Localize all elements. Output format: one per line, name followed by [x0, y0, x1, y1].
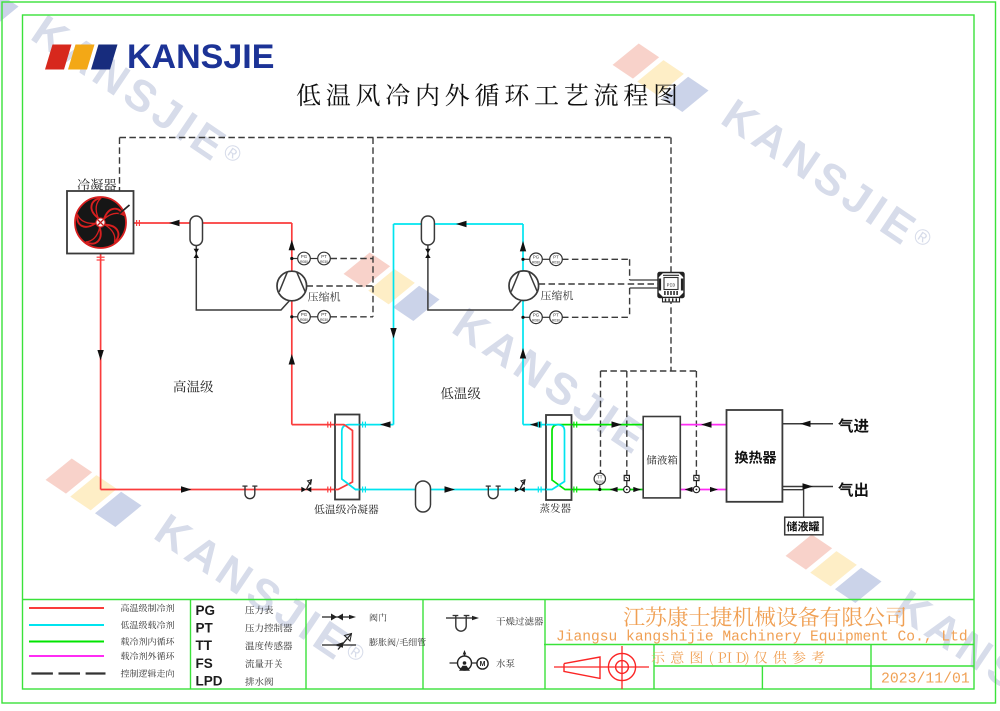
svg-text:R030: R030 — [552, 319, 560, 323]
svg-text:R030: R030 — [320, 260, 328, 264]
svg-text:PG: PG — [196, 603, 216, 618]
svg-text:R080: R080 — [532, 319, 540, 323]
svg-text:PG: PG — [533, 255, 540, 260]
svg-text:PT: PT — [321, 312, 327, 317]
svg-text:M: M — [480, 661, 486, 668]
svg-text:KANSJIE: KANSJIE — [127, 38, 274, 76]
svg-text:PT: PT — [321, 254, 327, 259]
svg-text:R090: R090 — [596, 480, 604, 484]
svg-text:R080: R080 — [532, 261, 540, 265]
svg-text:TT: TT — [597, 474, 603, 479]
svg-text:PT: PT — [553, 313, 559, 318]
svg-text:TT: TT — [196, 638, 213, 653]
svg-text:2023/11/01: 2023/11/01 — [881, 672, 970, 688]
svg-text:PT: PT — [553, 255, 559, 260]
svg-text:PG: PG — [533, 313, 540, 318]
svg-text:R080: R080 — [300, 260, 308, 264]
svg-text:R030: R030 — [320, 318, 328, 322]
svg-text:FS: FS — [196, 656, 213, 671]
svg-text:PG: PG — [301, 254, 308, 259]
svg-text:Jiangsu kangshijie Machinery E: Jiangsu kangshijie Machinery Equipment C… — [556, 630, 968, 646]
svg-text:PT: PT — [196, 621, 214, 636]
svg-text:PG: PG — [301, 312, 308, 317]
svg-text:R080: R080 — [300, 318, 308, 322]
svg-text:R030: R030 — [552, 261, 560, 265]
svg-text:LPD: LPD — [196, 674, 223, 689]
svg-text:PID: PID — [667, 282, 676, 288]
